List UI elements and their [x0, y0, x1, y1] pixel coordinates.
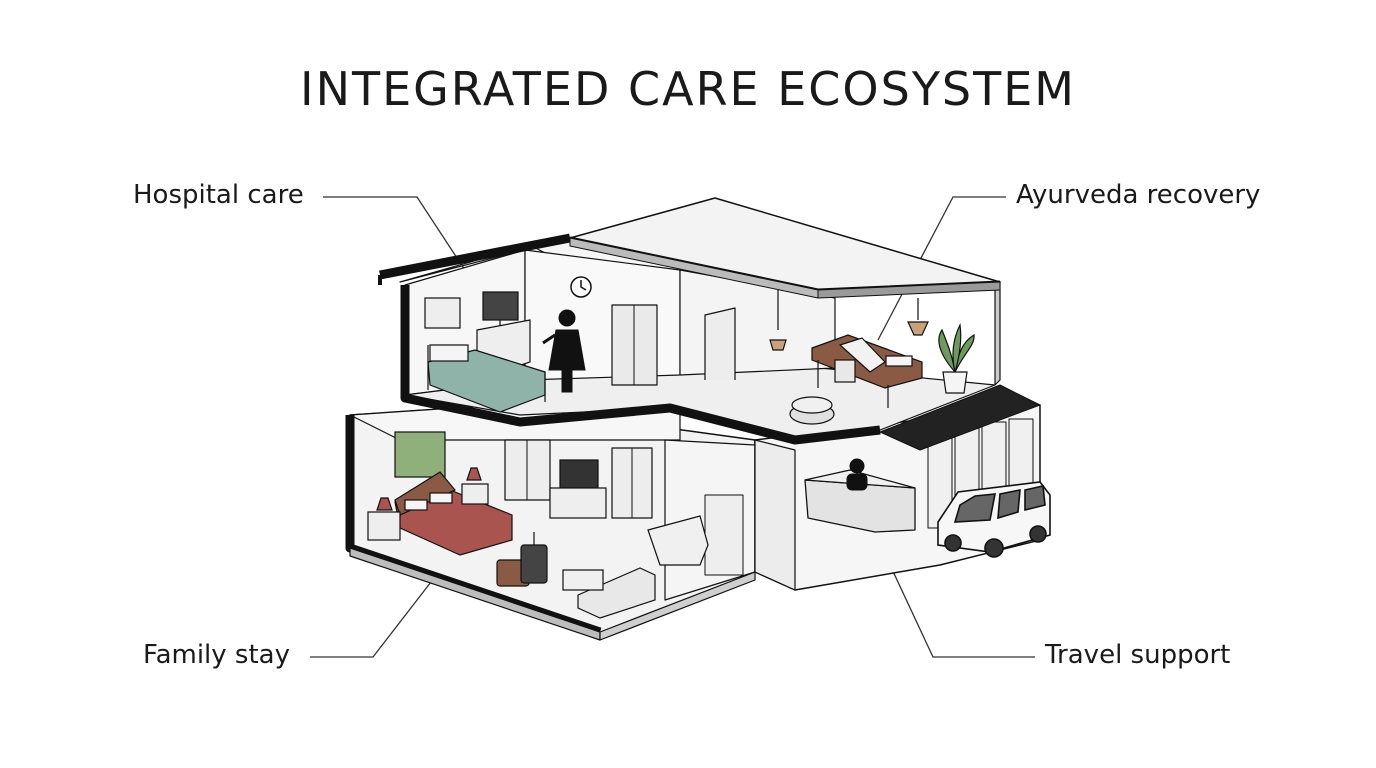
monitor [482, 291, 519, 321]
clock-icon [570, 276, 592, 298]
callout-travel-support: Travel support [1045, 640, 1231, 670]
hospital-room [424, 291, 546, 413]
nightstand [367, 511, 401, 541]
tv [559, 459, 599, 489]
receptionist-icon [846, 458, 868, 491]
upper-floor [378, 197, 1041, 451]
van-icon [937, 481, 1051, 558]
leader-family [310, 559, 449, 658]
plant-icon [938, 322, 975, 394]
doctor-icon [542, 309, 586, 393]
ayurveda-room [769, 290, 929, 425]
callout-hospital-care: Hospital care [133, 180, 304, 210]
diagram-title: INTEGRATED CARE ECOSYSTEM [300, 62, 1076, 116]
painting [394, 431, 446, 478]
wall-chart [424, 297, 461, 329]
lamp [376, 497, 393, 511]
callout-ayurveda-recovery: Ayurveda recovery [1016, 180, 1261, 210]
leader-travel [875, 534, 1035, 658]
hanging-lamp [769, 339, 787, 351]
family-room [367, 431, 709, 619]
sofa [577, 567, 656, 619]
callout-family-stay: Family stay [143, 640, 290, 670]
